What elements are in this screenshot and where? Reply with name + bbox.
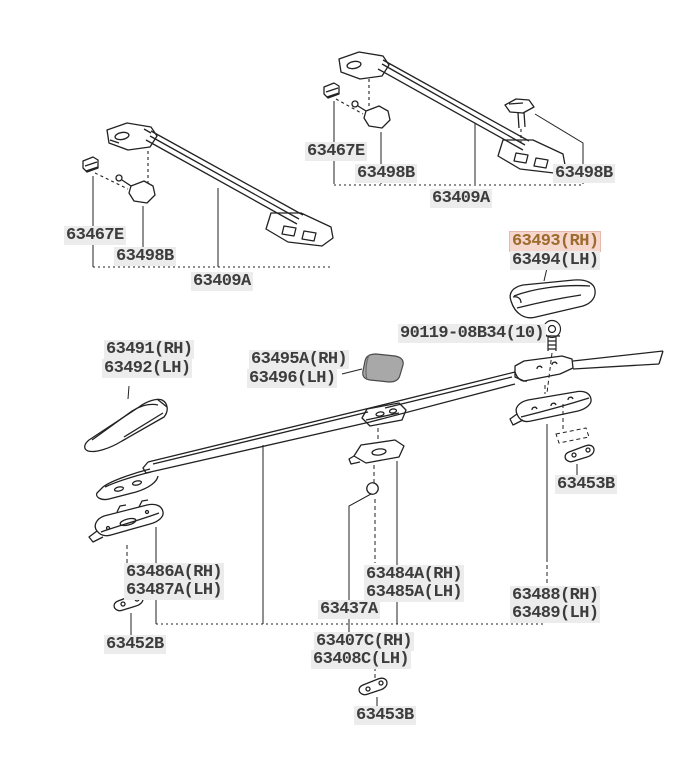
- rail-cover-block-drawing: [341, 353, 404, 383]
- part-label-63484A-rh[interactable]: 63484A(RH): [364, 565, 465, 584]
- part-label-63486A-rh[interactable]: 63486A(RH): [124, 563, 225, 582]
- part-label-63408C-lh[interactable]: 63408C(LH): [311, 650, 412, 669]
- part-label-63437A[interactable]: 63437A: [318, 600, 380, 619]
- part-label-63491-rh[interactable]: 63491(RH): [104, 340, 195, 359]
- center-clamp-drawing: [348, 439, 405, 495]
- front-crossbar-assembly-dashes: [94, 151, 149, 190]
- part-label-63492-lh[interactable]: 63492(LH): [102, 359, 193, 378]
- rail-bracket-icon: [361, 402, 407, 427]
- part-label-63407C-rh[interactable]: 63407C(RH): [314, 632, 415, 651]
- roof-rail-drawing: [95, 350, 664, 501]
- part-label-63467E-front[interactable]: 63467E: [64, 226, 126, 245]
- part-label-63496-lh[interactable]: 63496(LH): [247, 369, 338, 388]
- part-label-63498B-front[interactable]: 63498B: [114, 247, 176, 266]
- rail-end-cap-drawing: [84, 385, 168, 453]
- front-crossbar-drawing: [82, 122, 334, 247]
- part-label-63494-lh[interactable]: 63494(LH): [510, 251, 601, 270]
- part-label-63493-rh-highlighted[interactable]: 63493(RH): [509, 231, 602, 252]
- part-label-63495A-rh[interactable]: 63495A(RH): [249, 350, 350, 369]
- part-label-63498B-rear-left[interactable]: 63498B: [355, 164, 417, 183]
- clamp-icon: [323, 82, 340, 99]
- part-label-63409A-front[interactable]: 63409A: [191, 272, 253, 291]
- stay-bolt-icon: [504, 98, 535, 129]
- part-label-63409A-rear[interactable]: 63409A: [430, 189, 492, 208]
- part-label-63453B-center[interactable]: 63453B: [354, 706, 416, 725]
- part-label-63489-lh[interactable]: 63489(LH): [510, 604, 601, 623]
- cover-cap-drawing: [509, 267, 596, 319]
- part-label-63488-rh[interactable]: 63488(RH): [510, 586, 601, 605]
- clamp-icon: [82, 156, 99, 173]
- part-label-63453B-rear[interactable]: 63453B: [555, 475, 617, 494]
- retainer-center-icon: [358, 677, 388, 696]
- part-label-63467E-rear[interactable]: 63467E: [305, 142, 367, 161]
- part-label-90119-08B34[interactable]: 90119-08B34(10): [398, 324, 547, 343]
- small-clip-icon: [366, 482, 379, 495]
- stay-knob-icon: [363, 105, 391, 129]
- part-label-63452B[interactable]: 63452B: [104, 635, 166, 654]
- front-pad-drawing: [88, 499, 164, 543]
- part-label-63485A-lh[interactable]: 63485A(LH): [364, 583, 465, 602]
- rear-pad-drawing: [509, 390, 592, 426]
- part-label-63498B-rear-right[interactable]: 63498B: [553, 164, 615, 183]
- rear-crossbar-assembly-dashes: [335, 79, 522, 143]
- part-label-63487A-lh[interactable]: 63487A(LH): [124, 581, 225, 600]
- stay-knob-icon: [128, 180, 156, 204]
- retainer-rear-icon: [564, 444, 595, 463]
